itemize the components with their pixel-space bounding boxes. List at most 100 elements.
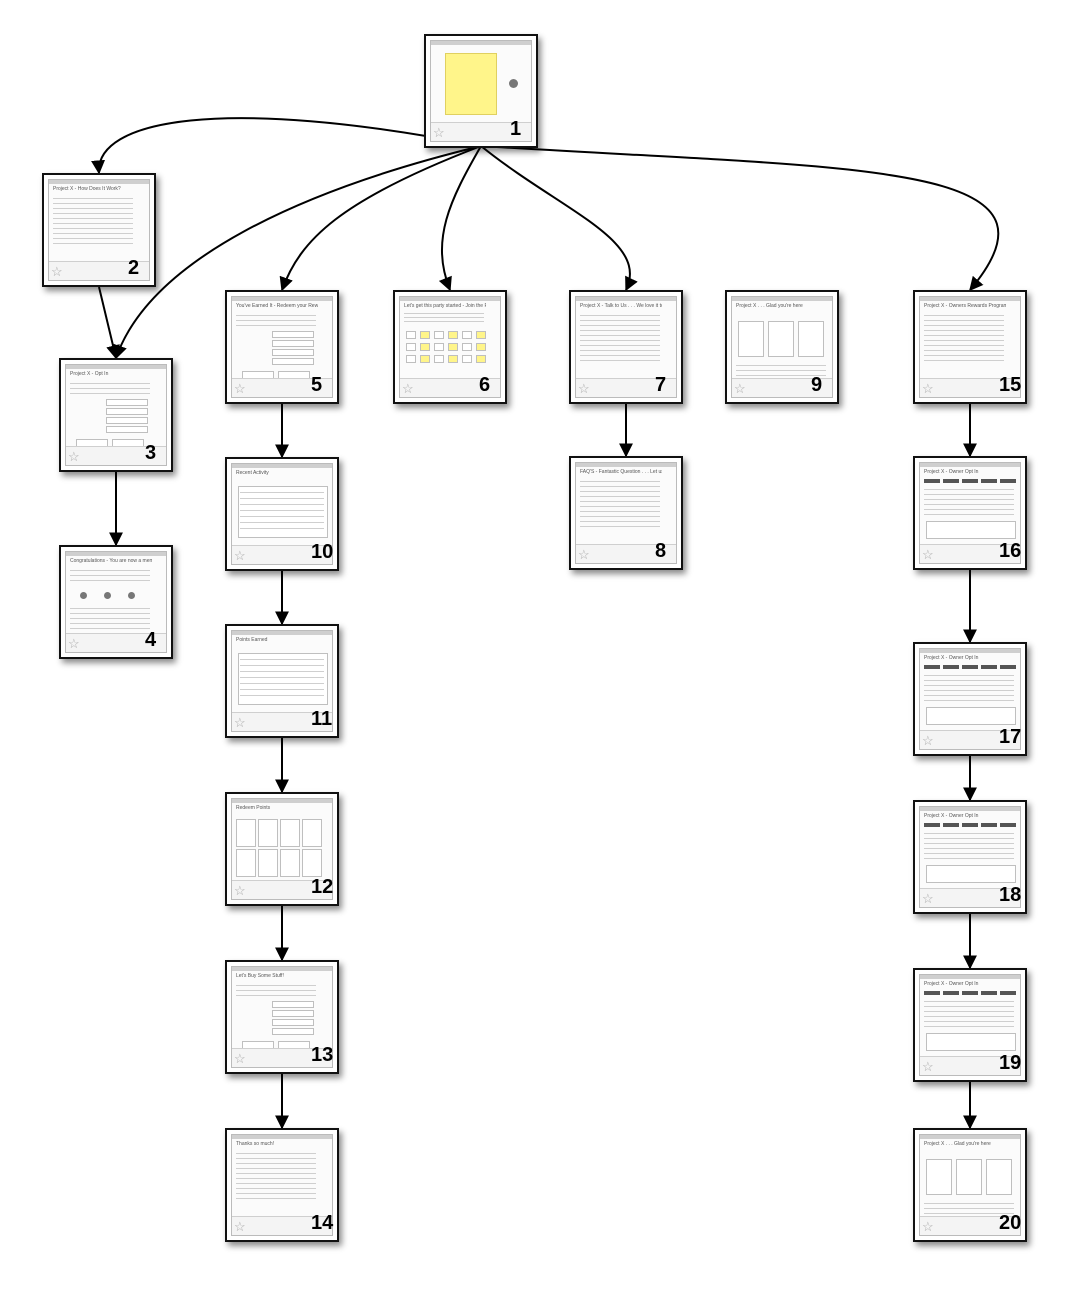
wire-box — [106, 417, 148, 424]
wire-line — [70, 608, 150, 609]
browser-bar — [920, 463, 1020, 467]
wire-line — [53, 243, 133, 244]
node-number: 13 — [311, 1044, 334, 1066]
wire-box — [986, 1159, 1012, 1195]
grid-cell — [448, 343, 458, 351]
screen-node-19[interactable]: Project X - Owner Opt In☆ — [913, 968, 1027, 1082]
arrow-1-3 — [113, 145, 482, 360]
wire-footer: ☆ — [66, 633, 166, 652]
grid-cell — [476, 343, 486, 351]
wire-line — [70, 570, 150, 571]
screen-node-10[interactable]: Recent Activity☆ — [225, 457, 339, 571]
wire-line — [580, 521, 660, 522]
wire-box — [768, 321, 794, 357]
wire-line — [580, 486, 660, 487]
screen-node-17[interactable]: Project X - Owner Opt In☆ — [913, 642, 1027, 756]
arrow-1-7 — [480, 145, 638, 292]
screen-title: Let's get this party started - Join the … — [404, 303, 486, 309]
wire-line — [580, 526, 660, 527]
wire-line — [580, 501, 660, 502]
star-icon: ☆ — [578, 381, 590, 396]
screen-node-13[interactable]: Let's Buy Some Stuff!☆ — [225, 960, 339, 1074]
screen-node-12[interactable]: Redeem Points☆ — [225, 792, 339, 906]
star-icon: ☆ — [922, 733, 934, 748]
wire-footer: ☆ — [232, 712, 332, 731]
wire-line — [236, 1183, 316, 1184]
grid-cell — [406, 331, 416, 339]
browser-bar — [232, 967, 332, 971]
wire-line — [924, 509, 1014, 510]
browser-bar — [576, 463, 676, 467]
screen-node-16[interactable]: Project X - Owner Opt In☆ — [913, 456, 1027, 570]
wire-box — [926, 1033, 1016, 1051]
wire-line — [70, 580, 150, 581]
browser-bar — [232, 1135, 332, 1139]
wire-line — [924, 335, 1004, 336]
wireframe-thumbnail: Project X - Owners Rewards Programs, Ana… — [919, 296, 1021, 398]
wire-line — [924, 345, 1004, 346]
screen-node-18[interactable]: Project X - Owner Opt In☆ — [913, 800, 1027, 914]
wire-line — [236, 1168, 316, 1169]
wire-box — [258, 819, 278, 847]
wire-line — [924, 1016, 1014, 1017]
screen-node-4[interactable]: Congratulations - You are now a member o… — [59, 545, 173, 659]
screen-node-8[interactable]: FAQ'S - Fantastic Question . . . Let us … — [569, 456, 683, 570]
screen-title: Project X - Owners Rewards Programs, Ana… — [924, 303, 1006, 309]
wire-box — [272, 340, 314, 347]
screen-node-6[interactable]: Let's get this party started - Join the … — [393, 290, 507, 404]
grid-cell — [434, 343, 444, 351]
arrow-2-3 — [98, 286, 120, 360]
wire-line — [240, 528, 324, 529]
wire-footer: ☆ — [232, 1048, 332, 1067]
wire-line — [924, 325, 1004, 326]
star-icon: ☆ — [578, 547, 590, 562]
star-icon: ☆ — [922, 891, 934, 906]
wire-footer: ☆ — [920, 1056, 1020, 1075]
wire-line — [924, 499, 1014, 500]
wire-line — [580, 481, 660, 482]
screen-node-7[interactable]: Project X - Talk to Us . . . We love it … — [569, 290, 683, 404]
node-number: 12 — [311, 876, 334, 898]
tab-bar — [1000, 479, 1016, 483]
wire-line — [70, 383, 150, 384]
node-number: 5 — [311, 374, 323, 396]
star-icon: ☆ — [234, 715, 246, 730]
wire-line — [240, 504, 324, 505]
circle-icon — [80, 592, 87, 599]
screen-node-9[interactable]: Project X . . . Glad you're here☆ — [725, 290, 839, 404]
wire-line — [580, 345, 660, 346]
tab-bar — [981, 479, 997, 483]
screen-node-11[interactable]: Points Earned☆ — [225, 624, 339, 738]
wire-box — [236, 849, 256, 877]
wire-line — [736, 365, 826, 366]
star-icon: ☆ — [234, 1051, 246, 1066]
wireframe-thumbnail: Points Earned☆ — [231, 630, 333, 732]
node-number: 3 — [145, 442, 157, 464]
screen-node-3[interactable]: Project X - Opt In☆ — [59, 358, 173, 472]
wire-box — [280, 819, 300, 847]
wire-line — [924, 833, 1014, 834]
screen-title: Project X - Opt In — [70, 371, 109, 377]
grid-cell — [448, 331, 458, 339]
screen-node-2[interactable]: Project X - How Does It Work?☆ — [42, 173, 156, 287]
node-number: 6 — [479, 374, 491, 396]
screen-node-15[interactable]: Project X - Owners Rewards Programs, Ana… — [913, 290, 1027, 404]
screen-node-5[interactable]: You've Earned It - Redeem your Rewards☆ — [225, 290, 339, 404]
node-number: 11 — [311, 708, 333, 730]
star-icon: ☆ — [402, 381, 414, 396]
screen-title: You've Earned It - Redeem your Rewards — [236, 303, 318, 309]
tab-bar — [962, 479, 978, 483]
grid-cell — [476, 331, 486, 339]
wireframe-thumbnail: Redeem Points☆ — [231, 798, 333, 900]
screen-node-14[interactable]: Thanks so much!☆ — [225, 1128, 339, 1242]
grid-cell — [462, 355, 472, 363]
node-number: 8 — [655, 540, 667, 562]
screen-node-1[interactable]: ☆ — [424, 34, 538, 148]
screen-node-20[interactable]: Project X . . . Glad you're here☆ — [913, 1128, 1027, 1242]
star-icon: ☆ — [234, 1219, 246, 1234]
wire-line — [924, 700, 1014, 701]
wire-footer: ☆ — [920, 730, 1020, 749]
star-icon: ☆ — [922, 547, 934, 562]
wire-line — [236, 1188, 316, 1189]
node-number: 17 — [999, 726, 1022, 748]
